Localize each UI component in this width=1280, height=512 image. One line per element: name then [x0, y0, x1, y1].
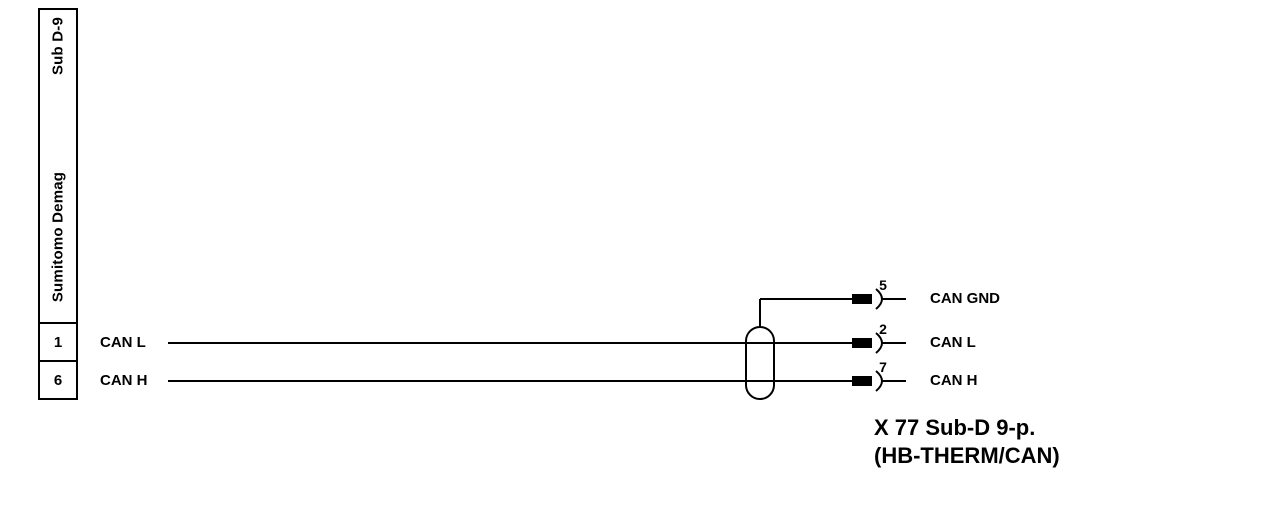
left-pin-6-box: 6: [38, 360, 78, 400]
left-can-l-label: CAN L: [100, 334, 146, 351]
pin-5-symbol: [852, 288, 906, 310]
right-pin-5-number: 5: [879, 277, 887, 293]
left-pin-6-number: 6: [53, 371, 63, 389]
left-connector-name-label: Sumitomo Demag: [49, 171, 67, 303]
right-pin-2-number: 2: [879, 321, 887, 337]
left-pin-1-number: 1: [53, 333, 63, 351]
right-connector-title: X 77 Sub-D 9-p.: [874, 415, 1036, 440]
right-can-h-label: CAN H: [930, 372, 978, 389]
pin-2-symbol: [852, 332, 906, 354]
left-can-h-label: CAN H: [100, 372, 148, 389]
cable-shield-oval: [745, 326, 775, 400]
pin-contact-rect: [852, 376, 872, 386]
pin-contact-rect: [852, 294, 872, 304]
left-connector-type-label: Sub D-9: [49, 16, 67, 76]
right-can-l-label: CAN L: [930, 334, 976, 351]
pin-contact-rect: [852, 338, 872, 348]
pin-7-symbol: [852, 370, 906, 392]
left-pin-1-box: 1: [38, 322, 78, 362]
right-pin-7-number: 7: [879, 359, 887, 375]
right-connector-subtitle: (HB-THERM/CAN): [874, 443, 1060, 468]
right-can-gnd-label: CAN GND: [930, 290, 1000, 307]
